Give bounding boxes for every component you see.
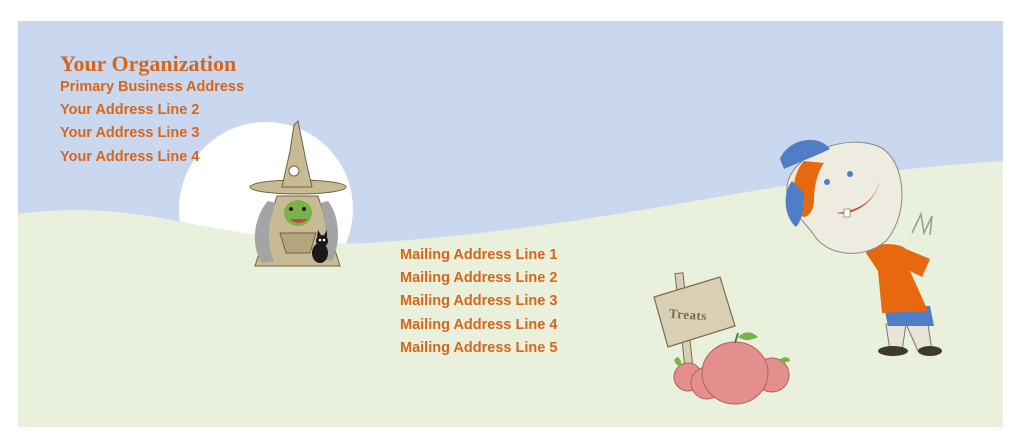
mailing-address-line: Mailing Address Line 2	[400, 270, 558, 286]
sender-address-line: Your Address Line 3	[60, 125, 200, 141]
sender-address-line: Your Address Line 2	[60, 102, 200, 118]
apples-icon	[673, 332, 790, 405]
halloween-scene	[18, 21, 1003, 427]
mailing-address-line: Mailing Address Line 4	[400, 317, 558, 333]
mailing-address-line: Mailing Address Line 1	[400, 247, 558, 263]
mailing-address-line: Mailing Address Line 3	[400, 293, 558, 309]
witch-icon	[249, 119, 347, 267]
monster-kid-icon	[780, 139, 942, 356]
treats-sign-label: Treats	[668, 305, 708, 324]
organization-name: Your Organization	[60, 51, 237, 76]
sender-address-line: Your Address Line 4	[60, 149, 200, 165]
black-cat-icon	[312, 230, 328, 263]
mailing-address-line: Mailing Address Line 5	[400, 340, 558, 356]
sender-address-line: Primary Business Address	[60, 79, 245, 95]
address-label-card: Your Organization Primary Business Addre…	[18, 21, 1003, 427]
treats-sign-icon	[653, 272, 736, 374]
